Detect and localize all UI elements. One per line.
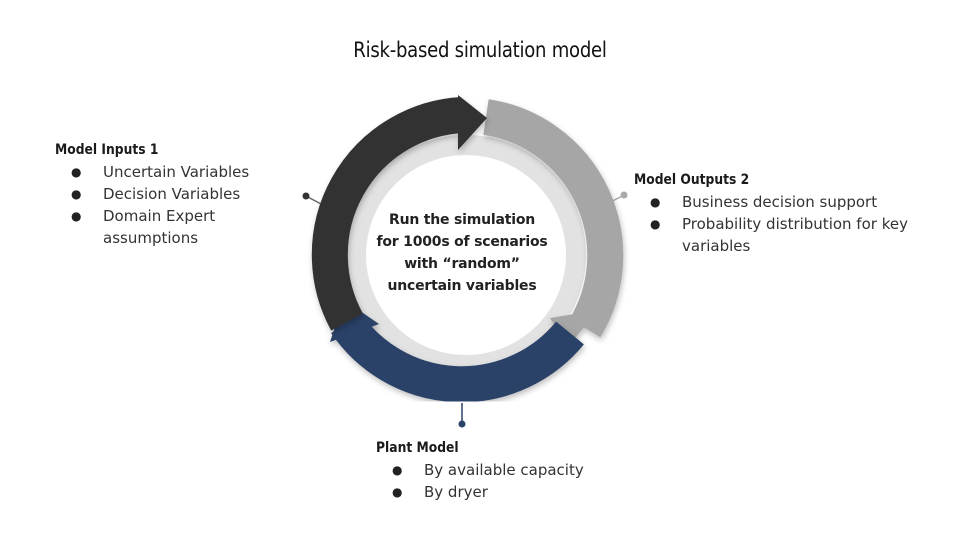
model-outputs-title: Model Outputs 2 xyxy=(634,172,750,188)
list-item-text: Decision Variables xyxy=(103,185,241,203)
bullet-icon: ● xyxy=(71,165,82,179)
list-item-text: Probability distribution for key variabl… xyxy=(682,215,908,255)
bullet-icon: ● xyxy=(392,463,403,477)
list-item: ● By dryer xyxy=(376,481,676,503)
model-inputs-group: Model Inputs 1 ● Uncertain Variables ● D… xyxy=(55,142,315,249)
bullet-icon: ● xyxy=(71,209,82,223)
list-item-text: By dryer xyxy=(424,483,488,501)
center-line: uncertain variables xyxy=(387,278,537,294)
list-item-text: Domain Expert assumptions xyxy=(103,207,216,247)
cycle-inner-ring xyxy=(346,135,586,375)
list-item-text: Uncertain Variables xyxy=(103,163,250,181)
list-item: ● Decision Variables xyxy=(55,183,273,205)
list-item: ● Probability distribution for key varia… xyxy=(634,213,912,257)
model-inputs-list: ● Uncertain Variables ● Decision Variabl… xyxy=(55,161,315,249)
page-title: Risk-based simulation model xyxy=(353,38,607,62)
bullet-icon: ● xyxy=(650,195,661,209)
model-outputs-list: ● Business decision support ● Probabilit… xyxy=(634,191,934,257)
bullet-icon: ● xyxy=(650,217,661,231)
list-item: ● Business decision support xyxy=(634,191,912,213)
bullet-icon: ● xyxy=(392,485,403,499)
center-line: with “random” xyxy=(404,256,520,272)
bullet-icon: ● xyxy=(71,187,82,201)
model-outputs-group: Model Outputs 2 ● Business decision supp… xyxy=(634,172,934,257)
list-item-text: Business decision support xyxy=(682,193,878,211)
center-label: Run the simulation for 1000s of scenario… xyxy=(372,209,552,297)
list-item-text: By available capacity xyxy=(424,461,584,479)
plant-model-title: Plant Model xyxy=(376,440,459,456)
model-inputs-title: Model Inputs 1 xyxy=(55,142,159,158)
list-item: ● Domain Expert assumptions xyxy=(55,205,273,249)
center-line: Run the simulation xyxy=(388,212,536,228)
connector-plant xyxy=(458,403,466,428)
cycle-arrow-inputs xyxy=(311,95,487,331)
plant-model-list: ● By available capacity ● By dryer xyxy=(376,459,676,503)
plant-model-group: Plant Model ● By available capacity ● By… xyxy=(376,440,676,503)
list-item: ● Uncertain Variables xyxy=(55,161,273,183)
list-item: ● By available capacity xyxy=(376,459,676,481)
center-line: for 1000s of scenarios xyxy=(376,234,548,250)
